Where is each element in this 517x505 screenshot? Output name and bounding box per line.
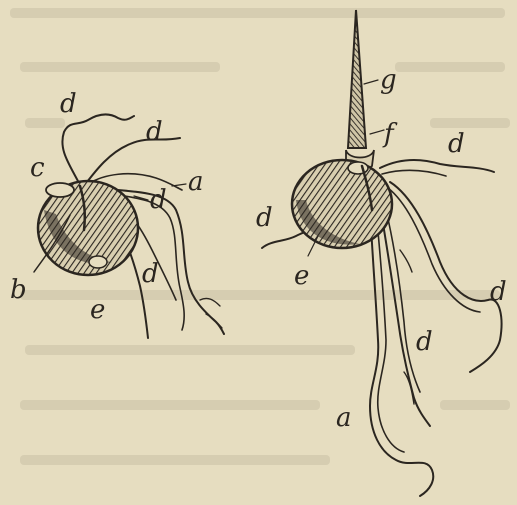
left-corm-spot <box>89 256 107 268</box>
right-specimen: g f d d e d d a <box>256 10 507 496</box>
left-bud-c <box>46 183 74 197</box>
left-label-b: b <box>10 275 27 305</box>
right-leader-g <box>364 80 378 84</box>
right-label-f: f <box>382 119 398 149</box>
right-label-d-right: d <box>490 277 507 307</box>
right-shoot-g <box>348 10 366 148</box>
left-label-a: a <box>188 167 204 197</box>
left-root-a-branch <box>200 298 222 328</box>
right-label-d-middle: d <box>416 327 433 357</box>
left-label-d-top: d <box>60 89 77 119</box>
left-label-c: c <box>30 153 45 183</box>
left-label-d-right: d <box>146 117 163 147</box>
right-label-a: a <box>336 403 352 433</box>
left-label-d-lower: d <box>142 259 159 289</box>
right-root-d-upper <box>380 160 494 172</box>
right-leader-f <box>370 130 384 134</box>
right-label-d-left: d <box>256 203 273 233</box>
right-label-e: e <box>294 261 309 291</box>
left-label-d-mid: d <box>150 185 167 215</box>
right-label-d-upper: d <box>448 129 465 159</box>
right-root-d-middle-branch <box>400 250 414 404</box>
right-root-d-middle-2 <box>386 210 420 392</box>
right-root-d-upper-2 <box>382 170 446 176</box>
left-label-e: e <box>90 295 105 325</box>
right-label-g: g <box>380 65 397 95</box>
